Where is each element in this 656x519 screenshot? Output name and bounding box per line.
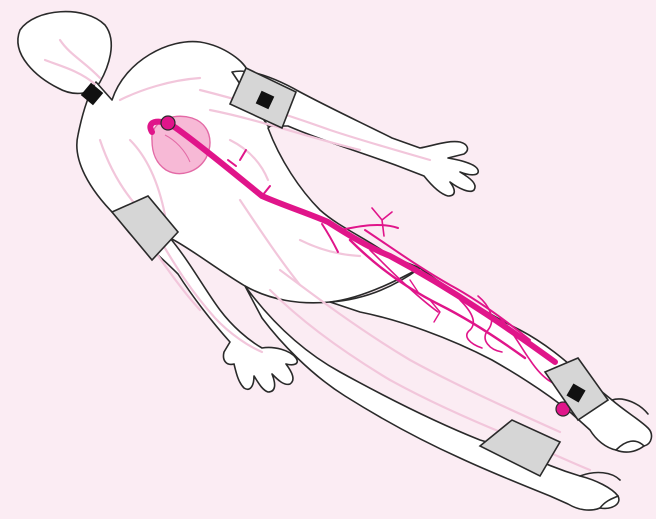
heart-marker (161, 116, 175, 130)
